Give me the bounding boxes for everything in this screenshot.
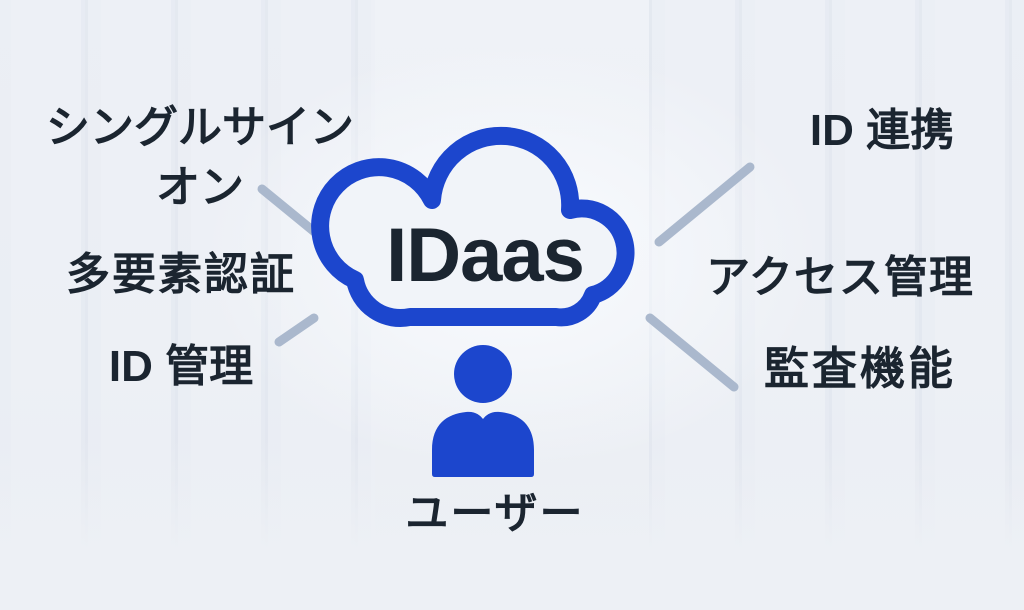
label-user: ユーザー	[405, 490, 585, 538]
label-audit: 監査機能	[763, 343, 956, 394]
user-body	[432, 411, 534, 477]
label-id-federation: ID 連携	[809, 106, 955, 155]
sso-line1: シングルサイン	[46, 103, 354, 152]
connector-line-sso	[257, 184, 322, 239]
label-access-management: アクセス管理	[706, 253, 974, 302]
user-person-icon	[432, 345, 534, 477]
connector-line-id-management	[274, 313, 319, 347]
cloud-title: IDaas	[386, 213, 585, 298]
cloud-icon	[311, 126, 635, 328]
sso-line2: オン	[156, 163, 244, 212]
user-head	[454, 345, 512, 403]
label-id-management: ID 管理	[108, 342, 254, 391]
connector-line-audit	[645, 313, 739, 392]
label-mfa: 多要素認証	[66, 250, 296, 299]
connector-line-id-federation	[654, 162, 755, 247]
label-single-sign-on: シングルサイン オン	[20, 98, 380, 218]
